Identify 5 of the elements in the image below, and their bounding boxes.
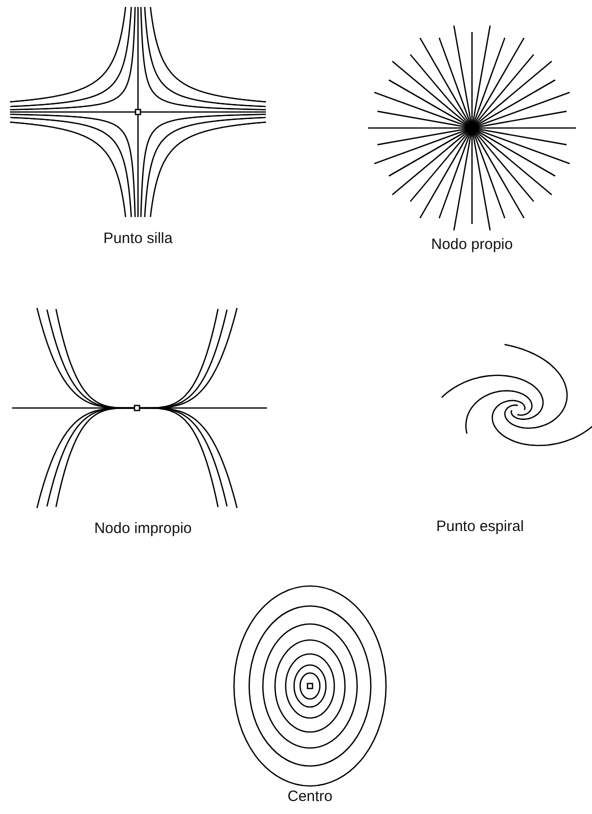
caption: Nodo impropio: [94, 520, 192, 537]
caption: Punto espiral: [436, 518, 524, 535]
caption: Punto silla: [103, 230, 173, 247]
caption: Centro: [287, 788, 333, 805]
caption: Nodo propio: [431, 236, 513, 253]
